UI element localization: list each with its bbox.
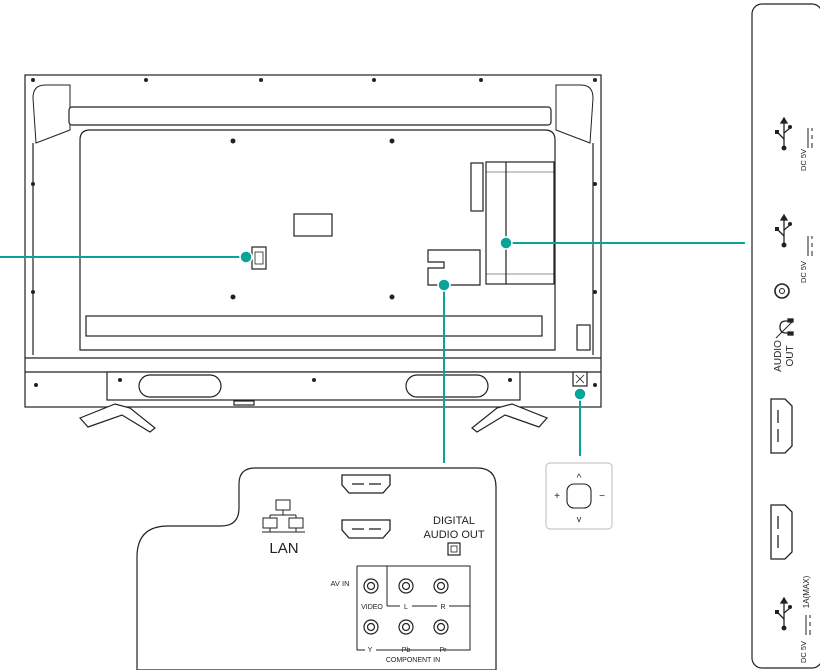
av-in-label: AV IN (330, 579, 349, 588)
video-label: VIDEO (361, 604, 383, 611)
optical-port-icon[interactable] (448, 543, 460, 555)
usb3-current: 1A(MAX) (802, 575, 811, 608)
joystick-button[interactable] (567, 484, 591, 508)
audio-r-label: R (440, 604, 445, 611)
usb3-current-label: 1A(MAX) (802, 575, 811, 608)
rca-jack-pb[interactable] (399, 620, 413, 634)
control-down[interactable]: v (577, 514, 582, 524)
control-plus[interactable]: + (554, 491, 560, 502)
hdmi-port-icon[interactable] (342, 520, 390, 538)
usb1-dc-label: DC 5V (799, 149, 808, 171)
component-in-label: COMPONENT IN (386, 657, 440, 664)
rca-jack-audio-l[interactable] (399, 579, 413, 593)
side-connector-panel: DC 5V DC 5V AUDIO OUT (752, 4, 820, 668)
audio-out-line2: OUT (785, 345, 796, 366)
rca-jack-pr[interactable] (434, 620, 448, 634)
usb1-label: DC 5V (799, 149, 808, 171)
control-up[interactable]: ^ (577, 473, 582, 484)
control-minus[interactable]: − (599, 491, 605, 502)
rca-jack-y[interactable] (364, 620, 378, 634)
hdmi-port-icon[interactable] (771, 505, 792, 559)
pb-label: Pb (402, 647, 411, 654)
control-pad: ^ v + − (546, 463, 612, 529)
digital-audio-label-line2: AUDIO OUT (423, 529, 484, 541)
hdmi-port-icon[interactable] (771, 399, 792, 453)
digital-audio-label-line1: DIGITAL (433, 515, 475, 527)
usb3-dc-label: DC 5V (799, 641, 808, 663)
pr-label: Pr (440, 647, 448, 654)
bottom-connector-panel: LAN DIGITAL AUDIO OUT AV IN (137, 468, 496, 670)
usb2-label: DC 5V (799, 261, 808, 283)
usb2-dc-label: DC 5V (799, 261, 808, 283)
y-label: Y (368, 647, 373, 654)
rca-jack-audio-r[interactable] (434, 579, 448, 593)
audio-out-line1: AUDIO (773, 340, 784, 372)
lan-label: LAN (269, 540, 298, 557)
usb3-label: DC 5V (799, 641, 808, 663)
audio-l-label: L (404, 604, 408, 611)
rca-jack-video[interactable] (364, 579, 378, 593)
headphone-jack-icon[interactable] (775, 284, 789, 298)
hdmi-port-icon[interactable] (342, 475, 390, 493)
